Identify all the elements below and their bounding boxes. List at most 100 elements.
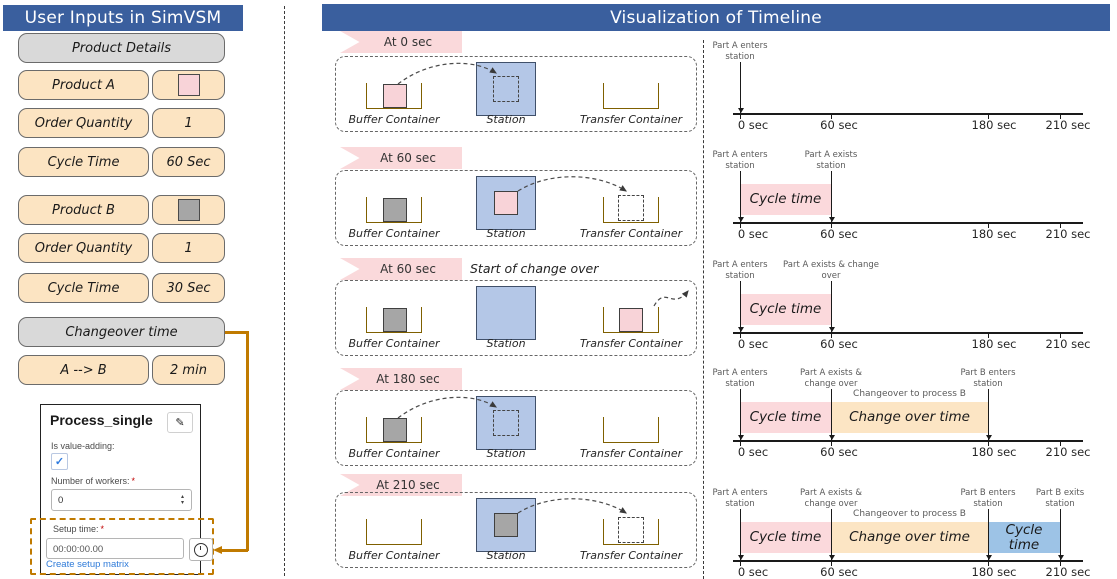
order-quantity-b-value: 1 (152, 233, 225, 263)
event-arrow (828, 509, 835, 560)
buffer-container (366, 417, 422, 443)
workers-input[interactable]: 0 (51, 489, 192, 511)
changeover-band-note: Changeover to process B (853, 509, 966, 519)
event-arrow (985, 509, 992, 560)
order-quantity-b-label: Order Quantity (18, 233, 149, 263)
cycle-time-band: Cycle time (740, 294, 831, 325)
product-b-color-swatch (177, 199, 200, 221)
changeover-band-note: Changeover to process B (853, 389, 966, 399)
cycle-time-b-label: Cycle Time (18, 273, 149, 303)
buffer-container (366, 197, 422, 223)
event-arrow (1057, 509, 1064, 560)
part-placeholder (493, 410, 519, 436)
buffer-label: Buffer Container (348, 337, 440, 350)
cycle-time-a-label: Cycle Time (18, 147, 149, 177)
changeover-band: Change over time (831, 522, 988, 553)
transfer-container (603, 83, 659, 109)
event-arrow (828, 281, 835, 332)
product-a-color-swatch (177, 74, 200, 96)
edit-button[interactable]: ✎ (167, 412, 193, 433)
product-a-swatch-box (152, 70, 225, 100)
clock-button[interactable] (189, 538, 213, 561)
spin-up-icon: ▴ (180, 494, 184, 500)
scene-timeline-divider (703, 40, 704, 579)
connector-arrowhead-icon (213, 546, 222, 554)
event-arrow (985, 389, 992, 440)
scene-at-180-sec: Buffer Container Station Transfer Contai… (335, 390, 697, 466)
station (476, 286, 536, 340)
value-adding-checkbox[interactable]: ✓ (51, 453, 68, 470)
connector-segment (221, 549, 248, 552)
transfer-label: Transfer Container (579, 447, 683, 460)
station-label: Station (486, 447, 526, 460)
scene-at-60-sec: Buffer Container Station Transfer Contai… (335, 170, 697, 246)
setup-time-input[interactable]: 00:00:00.00 (46, 538, 184, 559)
part-placeholder (618, 517, 644, 543)
order-quantity-a-label: Order Quantity (18, 108, 149, 138)
transfer-container (603, 519, 659, 545)
check-icon: ✓ (54, 456, 65, 468)
product-a-label: Product A (18, 70, 149, 100)
station-label: Station (486, 113, 526, 126)
changeover-ab-value: 2 min (152, 355, 225, 385)
cycle-time-a-value: 60 Sec (152, 147, 225, 177)
connector-segment (246, 331, 249, 551)
cycle-time-band: Cycle time (740, 184, 831, 215)
station-label: Station (486, 549, 526, 562)
workers-label: Number of workers:* (51, 476, 136, 486)
clock-icon (194, 542, 208, 557)
transfer-container (603, 417, 659, 443)
transfer-container (603, 307, 659, 333)
time-banner-210sec: At 210 sec (340, 474, 462, 496)
part-placeholder (618, 195, 644, 221)
scene-at-210-sec: Buffer Container Station Transfer Contai… (335, 492, 697, 568)
event-arrow (737, 509, 744, 560)
part-a (619, 308, 643, 332)
product-b-label: Product B (18, 195, 149, 225)
event-arrow (737, 171, 744, 222)
cycle-time-band: Cycle time (740, 522, 831, 553)
station-label: Station (486, 337, 526, 350)
product-details-header: Product Details (18, 33, 225, 63)
transfer-label: Transfer Container (579, 337, 683, 350)
cycle-time-band: Cycle time (740, 402, 831, 433)
buffer-label: Buffer Container (348, 549, 440, 562)
part-placeholder (493, 76, 519, 102)
card-title: Process_single (50, 412, 153, 428)
event-arrow (828, 171, 835, 222)
pencil-icon: ✎ (175, 417, 185, 429)
workers-stepper[interactable]: ▴ ▾ (181, 494, 184, 506)
buffer-label: Buffer Container (348, 447, 440, 460)
create-setup-matrix-link[interactable]: Create setup matrix (46, 559, 129, 570)
part-a (494, 191, 518, 215)
panel-divider (284, 6, 285, 576)
time-axis (733, 222, 1083, 224)
buffer-container (366, 519, 422, 545)
setup-time-label: Setup time:* (53, 524, 105, 534)
time-banner-0sec: At 0 sec (340, 31, 462, 53)
part-b (383, 308, 407, 332)
changeover-band: Change over time (831, 402, 988, 433)
value-adding-label: Is value-adding: (51, 441, 115, 451)
time-axis (733, 560, 1083, 562)
station-label: Station (486, 227, 526, 240)
changeover-time-header: Changeover time (18, 317, 225, 347)
time-banner-60sec: At 60 sec (340, 147, 462, 169)
event-arrow (737, 389, 744, 440)
part-b (383, 198, 407, 222)
transfer-label: Transfer Container (579, 113, 683, 126)
event-arrow (737, 281, 744, 332)
event-arrow (828, 389, 835, 440)
changeover-start-note: Start of change over (470, 261, 599, 276)
transfer-label: Transfer Container (579, 227, 683, 240)
buffer-container (366, 307, 422, 333)
transfer-container (603, 197, 659, 223)
scene-changeover-start: Buffer Container Station Transfer Contai… (335, 280, 697, 356)
time-banner-180sec: At 180 sec (340, 368, 462, 390)
transfer-label: Transfer Container (579, 549, 683, 562)
